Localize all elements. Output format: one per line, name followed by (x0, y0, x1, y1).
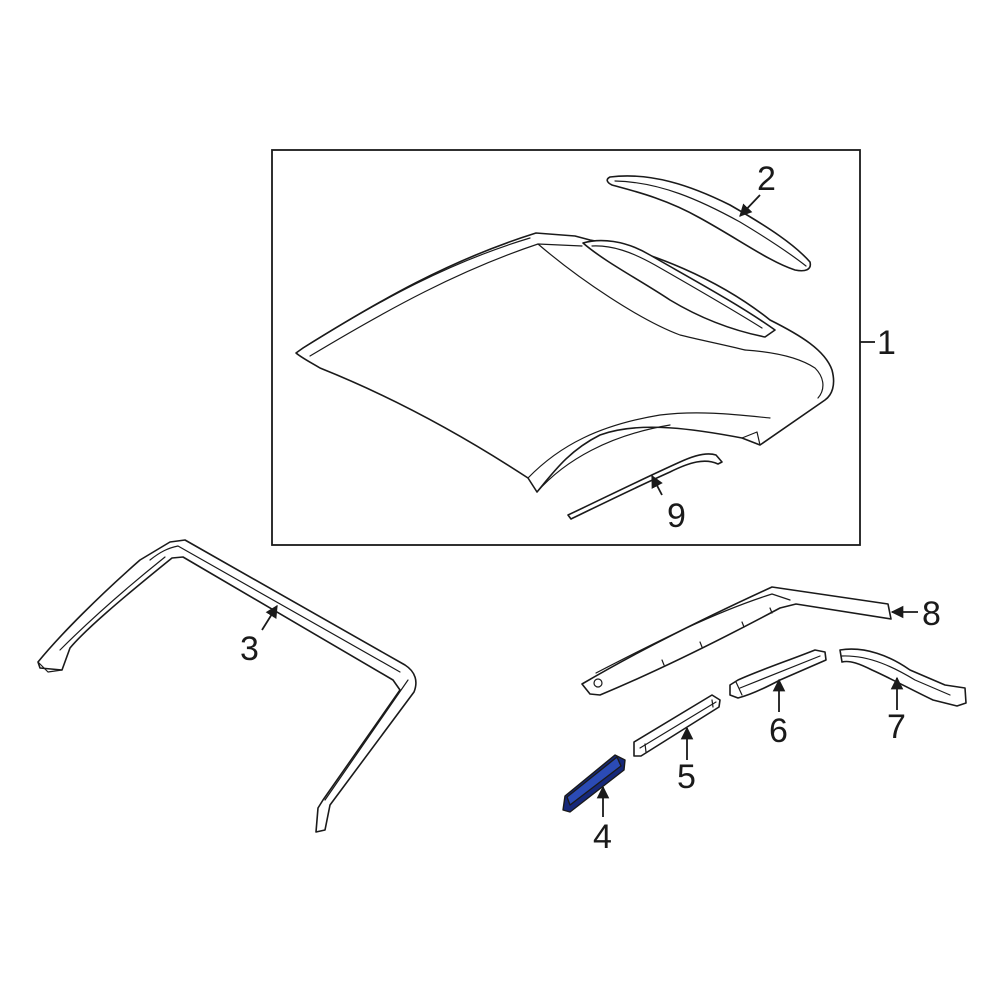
callout-6: 6 (769, 712, 788, 750)
highlighted-bracket-part[interactable] (562, 754, 626, 813)
callout-4: 4 (593, 818, 612, 856)
assembly-box (271, 149, 861, 546)
callout-8: 8 (922, 595, 941, 633)
callout-5: 5 (677, 758, 696, 796)
trim-rail-part[interactable] (581, 586, 892, 696)
leader-line-2 (739, 194, 761, 217)
seal-strip-part[interactable] (567, 453, 723, 520)
callout-9: 9 (667, 497, 686, 535)
curved-trim-part[interactable] (729, 649, 827, 699)
straight-bracket-part[interactable] (633, 694, 721, 757)
leader-line-3 (261, 604, 278, 631)
leader-line-9 (651, 474, 663, 496)
spoiler-part[interactable] (606, 175, 812, 272)
windshield-frame-part[interactable] (37, 539, 417, 833)
roof-panel-part[interactable] (295, 232, 835, 493)
end-trim-part[interactable] (839, 648, 967, 707)
callout-2: 2 (757, 160, 776, 198)
callout-7: 7 (887, 708, 906, 746)
callout-1: 1 (877, 324, 896, 362)
callout-3: 3 (240, 630, 259, 668)
